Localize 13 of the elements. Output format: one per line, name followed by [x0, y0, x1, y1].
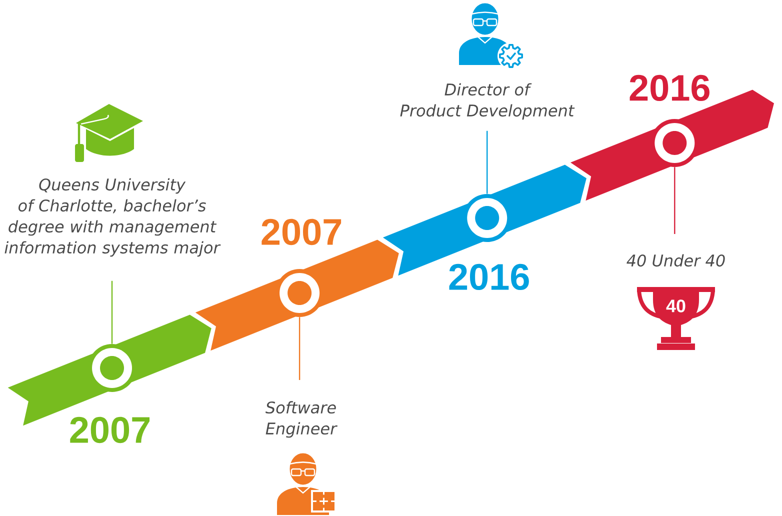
leader-line	[674, 167, 676, 234]
year-label: 2007	[70, 416, 150, 444]
year-label: 2016	[449, 264, 529, 290]
milestone-caption: Software Engineer	[266, 401, 338, 438]
leader-line	[486, 130, 488, 194]
leader-line	[298, 317, 300, 380]
milestone-caption: Queens University of Charlotte, bachelor’s degree with management information systems major	[4, 178, 221, 257]
trophy-number: 40	[666, 300, 686, 312]
milestone-caption: Director of Product Development	[400, 83, 575, 120]
year-label: 2007	[262, 218, 342, 246]
milestone-caption: 40 Under 40	[626, 254, 725, 267]
year-label: 2016	[630, 74, 710, 102]
leader-line	[111, 280, 113, 344]
